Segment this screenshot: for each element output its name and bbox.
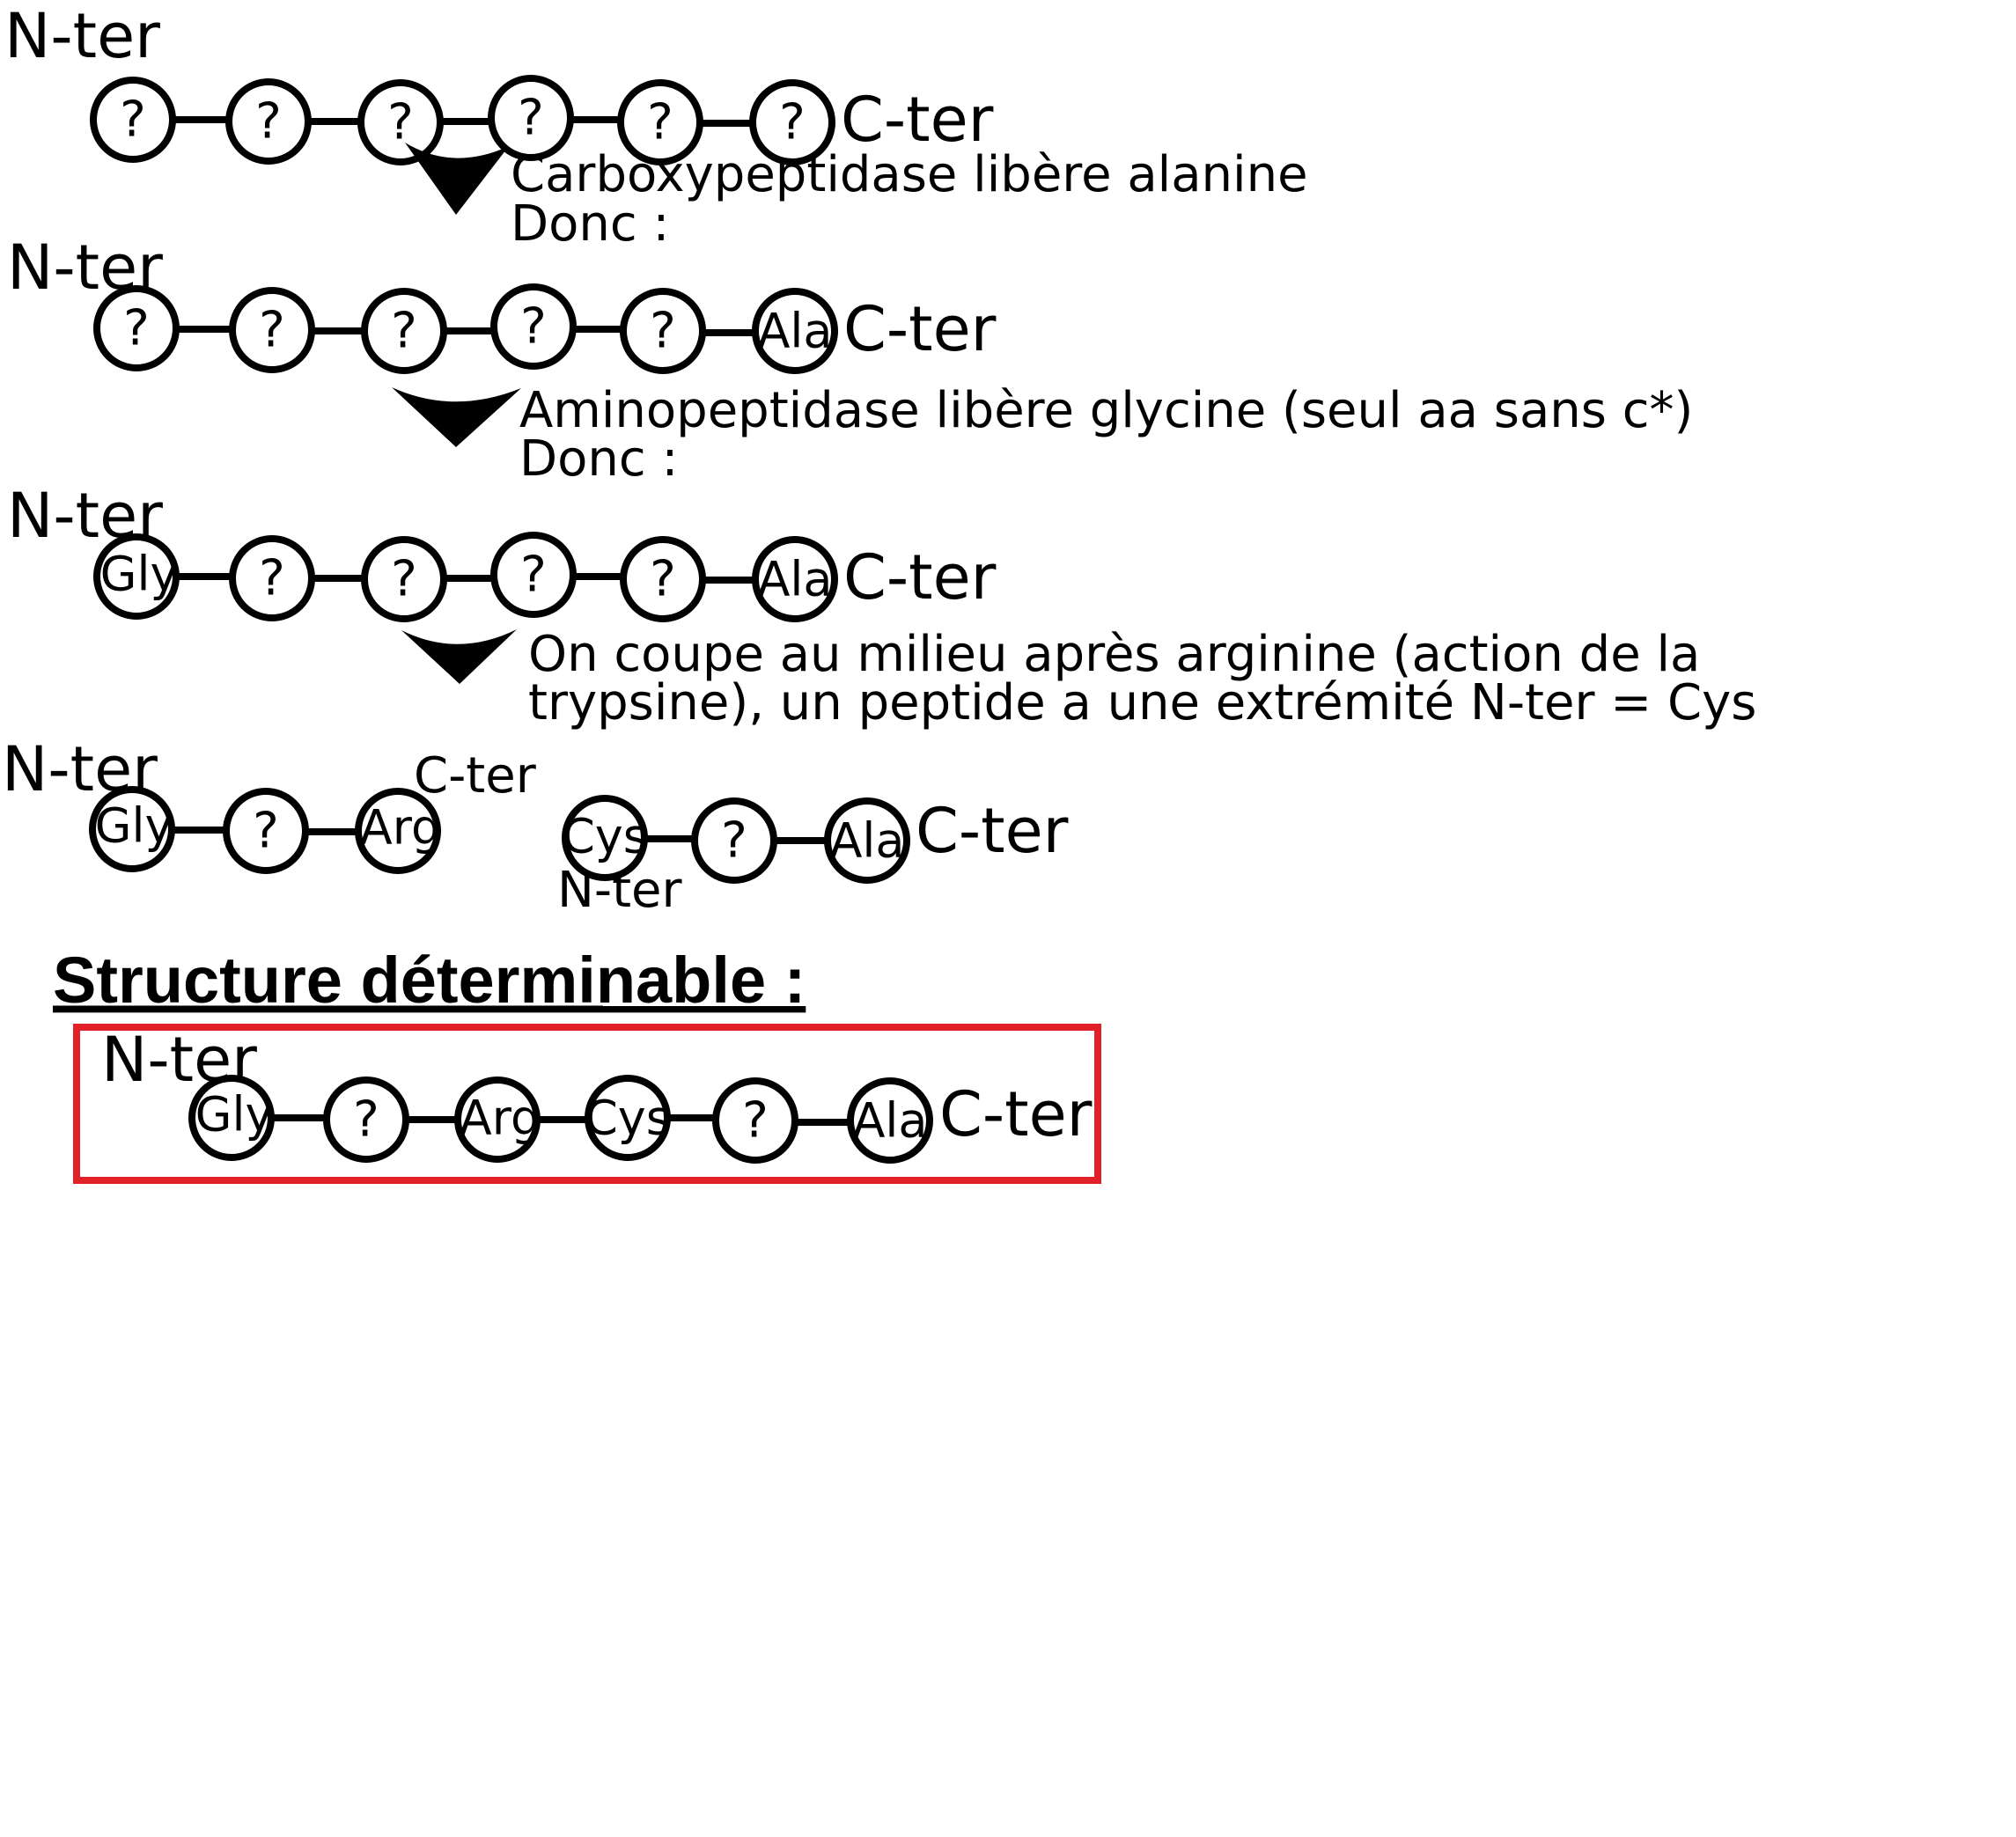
residue-label: Arg [460, 1091, 541, 1146]
residue-label: ? [259, 302, 285, 359]
residue-label: ? [650, 551, 676, 608]
residue-label: ? [255, 93, 282, 151]
step2-caption-line1: Aminopeptidase libère glycine (seul aa s… [519, 382, 1693, 439]
residue-label: Ala [757, 304, 832, 359]
residue: ? [490, 283, 577, 370]
residue-label: Gly [100, 547, 179, 602]
residue: ? [488, 75, 574, 161]
result-heading: Structure déterminable : [53, 944, 806, 1017]
residue-label: ? [779, 94, 806, 151]
residue-label: Cys [562, 809, 648, 864]
residue-label: ? [387, 94, 414, 151]
residue: ? [361, 536, 447, 622]
residue: Cys [562, 795, 648, 881]
residue: Cys [585, 1075, 671, 1161]
residue-label: ? [259, 550, 285, 607]
residue: ? [691, 797, 777, 884]
residue: ? [229, 287, 315, 373]
residue-label: Ala [829, 813, 904, 869]
c-terminus-label: C-ter [414, 747, 537, 805]
residue-label: ? [518, 90, 544, 147]
residue: ? [93, 285, 180, 371]
residue: ? [712, 1077, 798, 1164]
residue: ? [323, 1076, 409, 1163]
residue: Ala [752, 288, 838, 374]
c-terminus-label: C-ter [843, 541, 997, 614]
step3-caption-line2: trypsine), un peptide a une extrémité N-… [528, 674, 1756, 731]
down-arrow-icon [405, 143, 509, 215]
step1-caption-line1: Carboxypeptidase libère alanine [511, 146, 1308, 203]
peptide-fragment-1: N-ter Gly ? Arg C-ter [2, 733, 537, 874]
residue: ? [620, 288, 706, 374]
step1-caption-line2: Donc : [511, 195, 669, 253]
residue: Arg [454, 1076, 541, 1163]
residue: Gly [188, 1075, 275, 1161]
residue: ? [225, 78, 312, 165]
residue: ? [223, 788, 309, 874]
residue-label: Cys [585, 1091, 671, 1146]
c-terminus-label: C-ter [939, 1078, 1093, 1150]
residue: Arg [355, 788, 441, 874]
residue-label: ? [520, 298, 547, 356]
residue: ? [361, 288, 447, 374]
residue: Ala [847, 1077, 933, 1164]
residue: ? [617, 79, 703, 165]
peptide-row-2: N-ter ? ? ? ? ? Ala C-ter [7, 231, 997, 374]
peptide-row-3: N-ter Gly ? ? ? ? Ala C-ter [7, 480, 997, 622]
residue-label: Arg [360, 800, 441, 856]
c-terminus-label: C-ter [843, 293, 997, 365]
residue-label: Ala [757, 552, 832, 607]
peptide-fragment-2: Cys ? Ala N-ter C-ter [557, 795, 1069, 919]
residue: Ala [824, 797, 910, 884]
residue: Ala [752, 536, 838, 622]
residue-label: ? [742, 1092, 769, 1150]
residue: ? [620, 536, 706, 622]
residue: ? [490, 532, 577, 618]
residue-label: Gly [95, 798, 173, 854]
c-terminus-label: C-ter [916, 795, 1069, 867]
residue-label: Gly [195, 1087, 274, 1143]
down-arrow-icon [401, 629, 517, 684]
residue-label: ? [120, 92, 146, 149]
residue-label: ? [391, 551, 417, 608]
residue-label: Ala [852, 1093, 927, 1149]
residue-label: ? [650, 303, 676, 360]
residue-label: ? [520, 547, 547, 604]
residue-label: ? [353, 1091, 379, 1149]
final-peptide-structure: N-ter Gly ? Arg Cys ? Ala C-ter [101, 1024, 1093, 1164]
residue: Gly [89, 786, 175, 872]
residue-label: ? [647, 94, 673, 151]
result-highlight-box [73, 1024, 1101, 1184]
residue-label: ? [123, 300, 150, 357]
residue-label: ? [721, 812, 747, 870]
residue-label: ? [253, 803, 279, 860]
n-terminus-label: N-ter [4, 0, 160, 72]
n-terminus-label: N-ter [557, 862, 683, 919]
residue: ? [90, 77, 176, 163]
down-arrow-icon [392, 387, 521, 447]
residue-label: ? [391, 303, 417, 360]
residue: ? [749, 79, 835, 165]
step2-caption-line2: Donc : [519, 430, 678, 488]
residue: Gly [93, 533, 180, 620]
residue: ? [229, 535, 315, 621]
step3-caption-line1: On coupe au milieu après arginine (actio… [528, 626, 1700, 683]
residue: ? [357, 79, 444, 165]
peptide-row-1: N-ter ? ? ? ? ? ? C-ter [4, 0, 994, 165]
c-terminus-label: C-ter [841, 84, 994, 156]
